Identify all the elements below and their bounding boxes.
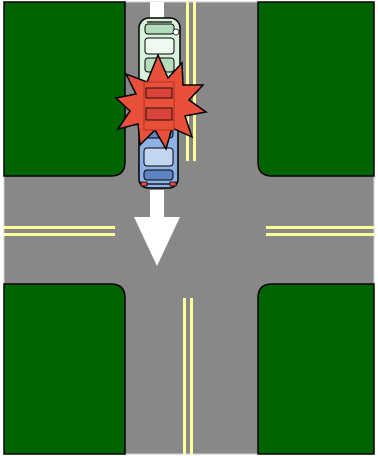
grass-block-top-left <box>3 1 126 177</box>
grass-block-bottom-right <box>257 283 375 455</box>
collision-burst-icon <box>114 53 208 151</box>
center-line-west <box>4 226 115 236</box>
grass-block-bottom-left <box>3 283 126 455</box>
center-line-south <box>183 298 193 454</box>
center-line-east <box>266 226 374 236</box>
grass-block-top-right <box>257 1 375 177</box>
center-line-north <box>186 2 196 161</box>
arrow-down-icon <box>134 2 180 266</box>
